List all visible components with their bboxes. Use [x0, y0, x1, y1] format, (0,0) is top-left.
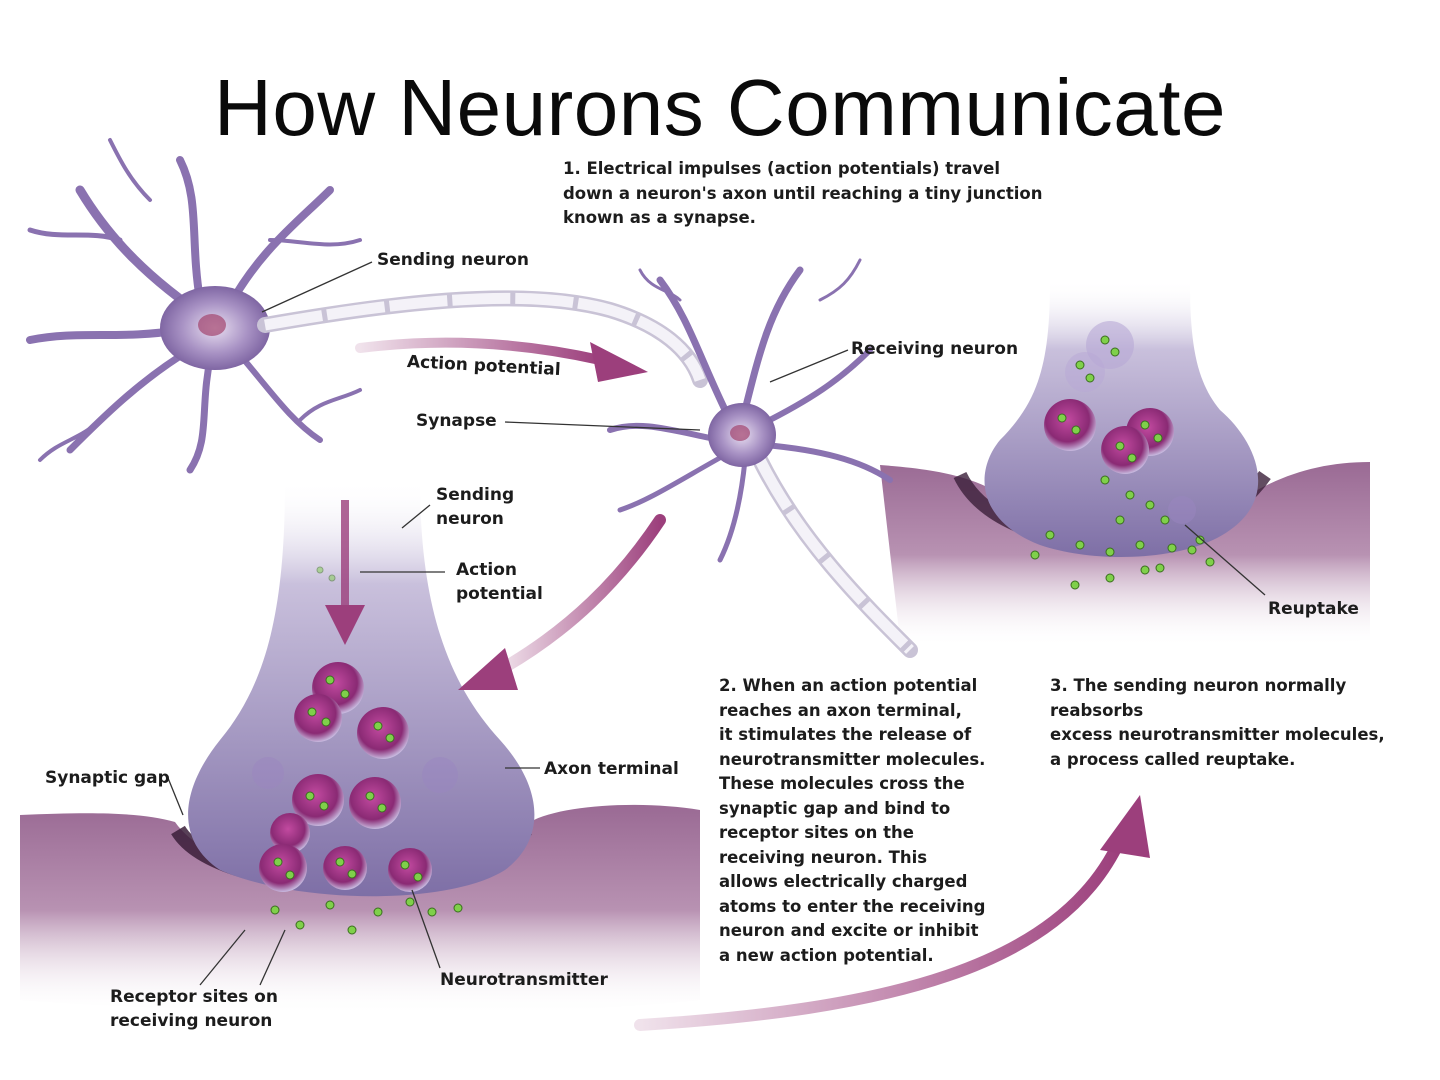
- molecules-right: [1030, 335, 1215, 590]
- molecules-left: [270, 566, 463, 935]
- label-synaptic-gap: Synaptic gap: [45, 768, 170, 788]
- receiving-neuron-shape: [607, 258, 893, 563]
- label-neurotransmitter: Neurotransmitter: [440, 970, 608, 990]
- vesicles-right: [1044, 321, 1196, 524]
- step-1-text: 1. Electrical impulses (action potential…: [563, 159, 1043, 227]
- label-sending-neuron-top: Sending neuron: [377, 250, 529, 270]
- label-action-potential-mid: Action potential: [456, 560, 543, 604]
- step-2-text: 2. When an action potential reaches an a…: [719, 676, 986, 965]
- label-reuptake: Reuptake: [1268, 599, 1359, 619]
- reuptake-terminal: [984, 280, 1259, 557]
- label-synapse: Synapse: [416, 411, 497, 431]
- label-axon-terminal: Axon terminal: [544, 759, 679, 779]
- leader-lines: [167, 261, 1266, 986]
- label-receiving-neuron: Receiving neuron: [851, 339, 1019, 359]
- sending-neuron-shape: [26, 138, 362, 474]
- axon: [257, 290, 918, 658]
- page-title: How Neurons Communicate: [214, 63, 1226, 152]
- label-sending-neuron-mid: Sending neuron: [436, 485, 515, 529]
- arrows: [325, 337, 1150, 1031]
- label-receptor-sites: Receptor sites on receiving neuron: [110, 987, 278, 1031]
- step-3-text: 3. The sending neuron normally reabsorbs…: [1050, 676, 1385, 769]
- vesicles-left: [252, 662, 458, 892]
